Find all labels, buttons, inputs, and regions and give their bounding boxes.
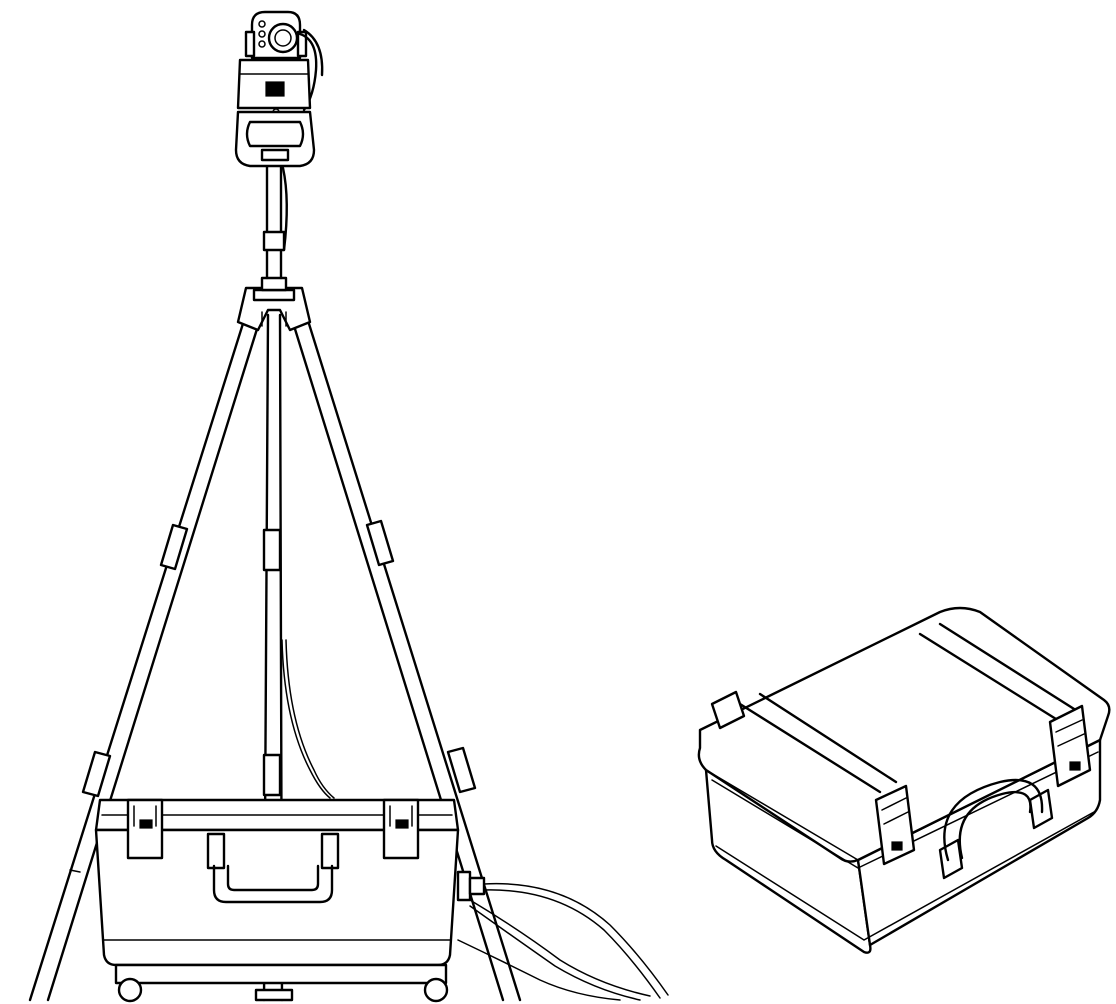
- closed-case-body: [704, 768, 872, 954]
- closed-case-latch-left: [710, 690, 746, 730]
- closed-case: [697, 606, 1111, 954]
- camera-cable: [281, 639, 331, 799]
- case-latch-left: [126, 798, 164, 860]
- case-connector: [456, 870, 486, 902]
- case-base: [114, 963, 449, 1003]
- tripod-leg-left: [28, 293, 268, 1002]
- case-latch-right: [382, 798, 420, 860]
- deployed-tripod-assembly: [28, 10, 669, 1003]
- ptz-camera: [234, 10, 324, 252]
- case-handle: [206, 832, 340, 904]
- closed-case-latch-front: [874, 784, 916, 866]
- mast-pole: [262, 163, 286, 280]
- closed-case-handle: [938, 778, 1054, 880]
- tripod-foot-center: [254, 988, 294, 1002]
- tripod-head: [236, 276, 312, 332]
- closed-case-latch-side: [1048, 704, 1092, 788]
- transport-case: [94, 798, 486, 1003]
- cables: [457, 882, 669, 1001]
